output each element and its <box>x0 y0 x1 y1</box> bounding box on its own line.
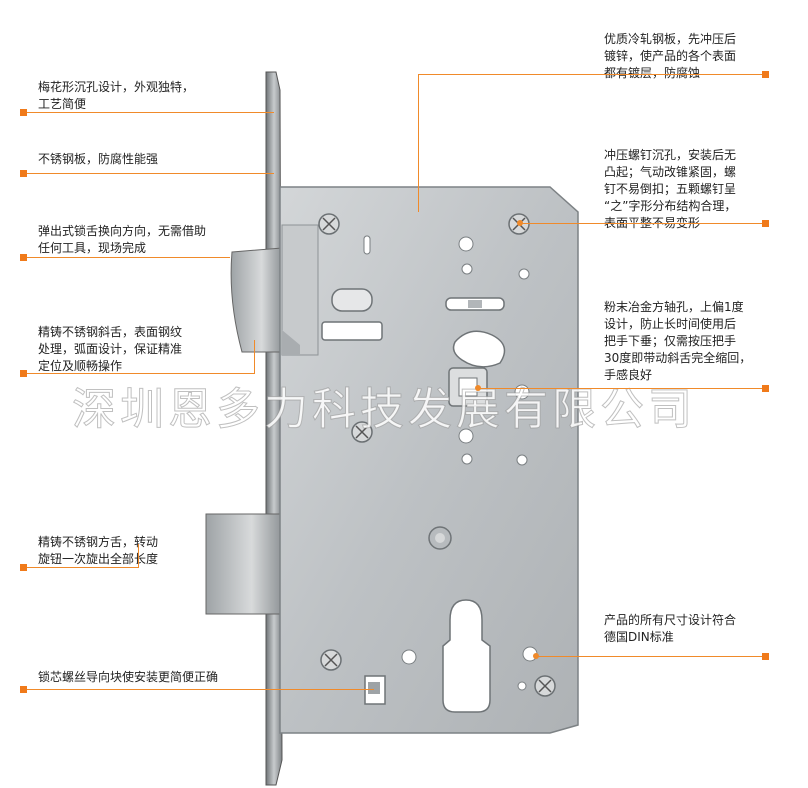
annotation-cast-latch-bolt: 精铸不锈钢斜舌，表面钢纹 处理，弧面设计，保证精准 定位及顺畅操作 <box>38 325 183 373</box>
annotation-screw-guide-block: 锁芯螺丝导向块使安装更简便正确 <box>38 670 219 684</box>
annotation-din-standard: 产品的所有尺寸设计符合 德国DIN标准 <box>604 613 737 644</box>
spindle-hole <box>452 330 506 368</box>
annotation-plum-blossom-countersink: 梅花形沉孔设计，外观独特， 工艺简便 <box>38 80 195 111</box>
annotation-reversible-latch: 弹出式锁舌换向方向，无需借助 任何工具，现场完成 <box>38 224 207 255</box>
annotation-cold-rolled-steel: 优质冷轧钢板，先冲压后 镀锌，使产品的各个表面 都有镀层，防腐蚀 <box>604 32 737 80</box>
annotation-cast-dead-bolt: 精铸不锈钢方舌，转动 旋钮一次旋出全部长度 <box>38 535 159 566</box>
cylinder-hole <box>442 599 491 713</box>
annotation-stamped-screw-countersink: 冲压螺钉沉孔，安装后无 凸起；气动改锥紧固，螺 钉不易倒扣；五颗螺钉呈 “之”字… <box>604 148 737 230</box>
latch-bolt <box>230 247 283 353</box>
company-watermark: 深圳恩多力科技发展有限公司 <box>72 384 696 436</box>
dead-bolt <box>205 513 283 615</box>
annotation-stainless-plate: 不锈钢板，防腐性能强 <box>38 152 159 166</box>
annotation-spindle-hole: 粉末冶金方轴孔，上偏1度 设计，防止长时间使用后 把手下垂；仅需按压把手 30度… <box>604 300 752 382</box>
